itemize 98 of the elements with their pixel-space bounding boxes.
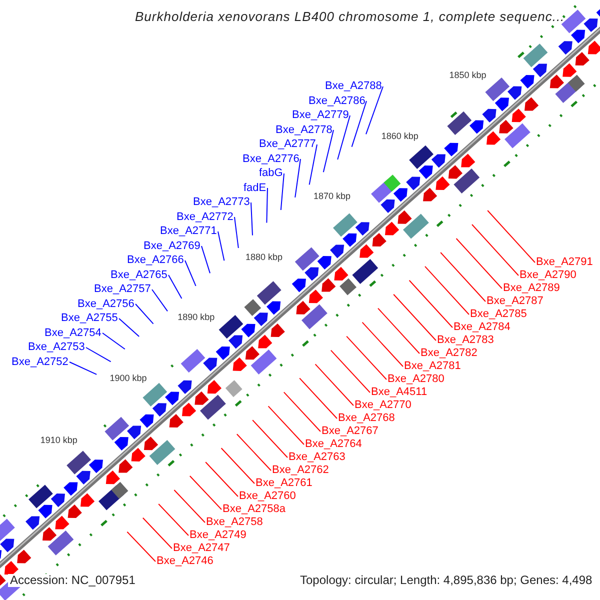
- gene-label: Bxe_A2769: [144, 240, 200, 252]
- gene-label: Bxe_A2790: [520, 269, 576, 282]
- gene-label: Bxe_A2776: [242, 152, 300, 166]
- leader-line: [268, 406, 304, 445]
- leader-line: [158, 504, 189, 536]
- gene-label: Bxe_A2758: [206, 516, 263, 529]
- map-title: Burkholderia xenovorans LB400 chromosome 1, complete sequenc...: [135, 10, 565, 23]
- coordinate-label: 1910 kbp: [40, 434, 78, 447]
- leader-line: [142, 517, 172, 549]
- gene-label: Bxe_A2754: [44, 326, 102, 340]
- gene-label: Bxe_A2787: [486, 295, 544, 308]
- gene-label: Bxe_A2763: [288, 451, 346, 464]
- gene-label: Bxe_A2746: [156, 555, 214, 568]
- leader-line: [366, 86, 384, 135]
- gene-label: Bxe_A2762: [272, 464, 329, 477]
- gene-label: Bxe_A2749: [190, 529, 246, 542]
- accession-label: Accession: NC_007951: [8, 574, 138, 587]
- gene-label: Bxe_A2766: [127, 254, 184, 267]
- coordinate-label: 1900 kbp: [110, 372, 147, 385]
- leader-line: [346, 336, 387, 380]
- gene-label: Bxe_A2786: [308, 94, 366, 108]
- leader-line: [118, 318, 140, 337]
- leader-line: [351, 100, 367, 148]
- leader-line: [218, 231, 225, 262]
- leader-line: [487, 210, 536, 263]
- leader-line: [283, 392, 321, 432]
- gene-label: Bxe_A2791: [536, 256, 593, 269]
- leader-line: [378, 308, 420, 354]
- gene-label: Bxe_A2779: [292, 109, 349, 122]
- leader-line: [424, 266, 470, 315]
- leader-line: [152, 289, 168, 312]
- gene-label: Bxe_A2771: [160, 225, 217, 238]
- gene-label: Bxe_A2777: [259, 138, 316, 151]
- leader-line: [69, 362, 98, 375]
- leader-line: [322, 130, 334, 173]
- gene-label: Bxe_A2764: [305, 438, 362, 451]
- leader-line: [294, 158, 301, 198]
- leader-line: [280, 173, 284, 210]
- gene-label: Bxe_A2785: [470, 308, 527, 321]
- gene-label: Bxe_A2767: [322, 425, 378, 438]
- leader-line: [201, 246, 210, 274]
- leader-line: [126, 531, 156, 562]
- gene-label: Bxe_A2768: [338, 412, 395, 425]
- leader-line: [266, 188, 268, 224]
- gene-label: Bxe_A2781: [404, 360, 461, 373]
- leader-line: [408, 280, 453, 328]
- leader-line: [337, 115, 350, 160]
- gene-label: Bxe_A2756: [78, 298, 134, 310]
- gene-label: fadE: [244, 182, 266, 194]
- gene-label: Bxe_A2778: [276, 124, 332, 136]
- gene-label: Bxe_A2772: [176, 210, 234, 224]
- leader-line: [440, 252, 486, 302]
- leader-line: [456, 238, 502, 289]
- gene-label: Bxe_A2789: [503, 282, 560, 295]
- gene-label: Bxe_A2761: [256, 477, 312, 490]
- gene-label: fabG: [259, 167, 283, 180]
- gene-label: Bxe_A2788: [325, 80, 382, 93]
- gene-label: Bxe_A2770: [354, 399, 412, 412]
- gene-label: Bxe_A2755: [61, 312, 118, 325]
- leader-line: [252, 420, 288, 458]
- genome-summary: Topology: circular; Length: 4,895,836 bp; Genes: 4,498: [300, 574, 592, 587]
- leader-line: [135, 304, 154, 324]
- gene-label: Bxe_A2747: [173, 542, 230, 555]
- coordinate-label: 1880 kbp: [246, 250, 283, 264]
- leader-line: [184, 260, 196, 286]
- leader-line: [236, 434, 272, 471]
- leader-line: [189, 476, 222, 510]
- leader-line: [393, 294, 436, 341]
- leader-line: [362, 322, 404, 367]
- coordinate-label: 1890 kbp: [178, 311, 215, 324]
- leader-line: [234, 216, 239, 248]
- leader-line: [308, 144, 318, 186]
- leader-line: [220, 448, 255, 484]
- coordinate-label: 1870 kbp: [313, 190, 350, 204]
- leader-line: [330, 350, 370, 393]
- gene-label: Bxe_A2753: [28, 341, 85, 354]
- gene-label: Bxe_A2780: [388, 373, 444, 386]
- gene-label: Bxe_A2782: [420, 347, 478, 360]
- gene-label: Bxe_A2783: [437, 334, 494, 347]
- leader-line: [205, 462, 238, 497]
- gene-label: Bxe_A2760: [239, 490, 296, 503]
- leader-line: [299, 378, 338, 419]
- leader-line: [472, 224, 519, 276]
- coordinate-label: 1850 kbp: [449, 69, 486, 82]
- leader-line: [86, 347, 112, 362]
- leader-line: [102, 332, 126, 350]
- gene-label: Bxe_A2752: [12, 356, 68, 368]
- gene-label: Bxe_A2758a: [222, 503, 286, 516]
- gene-label: Bxe_A2757: [94, 283, 151, 296]
- leader-line: [314, 364, 354, 406]
- leader-line: [174, 490, 206, 523]
- coordinate-label: 1860 kbp: [381, 130, 418, 143]
- gene-label: Bxe_A2765: [110, 268, 168, 282]
- leader-line: [250, 202, 253, 236]
- leader-line: [168, 274, 182, 299]
- gene-label: Bxe_A2773: [193, 196, 250, 209]
- gene-label: Bxe_A4511: [371, 386, 428, 399]
- gene-label: Bxe_A2784: [454, 321, 510, 334]
